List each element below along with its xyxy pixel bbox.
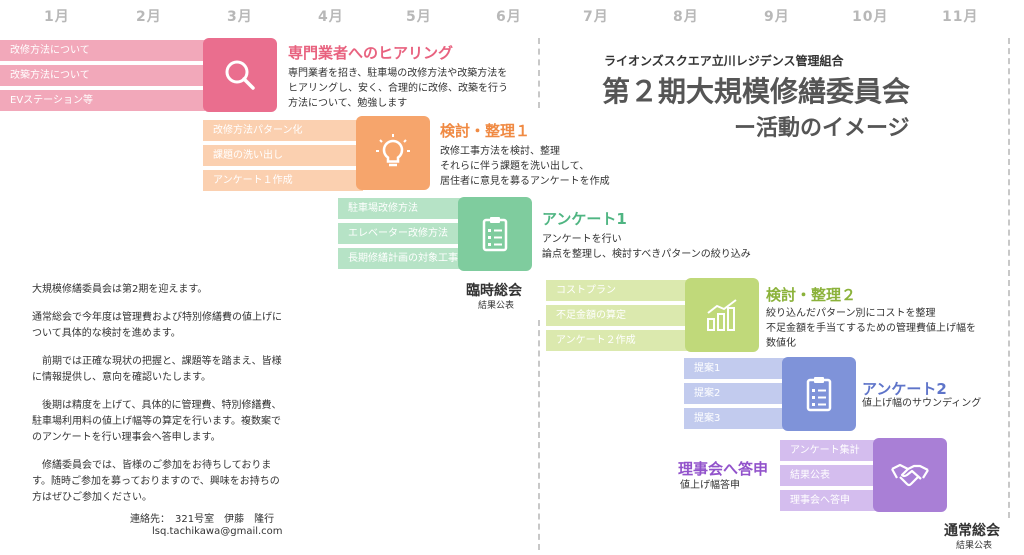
task-bar: 課題の洗い出し: [203, 145, 363, 166]
clipboard-icon: [482, 217, 508, 252]
task-bar: コストプラン: [546, 280, 691, 301]
note-paragraph: 大規模修繕委員会は第2期を迎えます。: [32, 284, 208, 295]
notes-block: 大規模修繕委員会は第2期を迎えます。 通常総会で今年度は管理費および特別修繕費の…: [32, 282, 286, 518]
clipboard-icon: [806, 377, 832, 412]
extra-meeting-sub: 結果公表: [478, 301, 515, 311]
phase-icon-box: [873, 438, 947, 512]
task-bar: アンケート１作成: [203, 170, 363, 191]
phase-title: 理事会へ答申: [678, 460, 769, 478]
phase-title: 検討・整理１: [440, 122, 531, 140]
contact-label: 連絡先： 321号室 伊藤 隆行: [130, 514, 275, 525]
note-paragraph: 通常総会で今年度は管理費および特別修繕費の値上げについて具体的な検討を進めます。: [32, 312, 282, 339]
task-bar: 駐車場改修方法: [338, 198, 463, 219]
lightbulb-icon: [376, 134, 410, 167]
phase-description: 専門業者を招き、駐車場の改修方法や改築方法を ヒアリングし、安く、合理的に改修、…: [288, 68, 508, 109]
phase-title: アンケート1: [542, 210, 627, 228]
task-bar: 長期修繕計画の対象工事: [338, 248, 463, 269]
note-paragraph: 前期では正確な現状の把握と、課題等を踏まえ、皆様に情報提供し、意向を確認いたしま…: [32, 356, 282, 383]
task-bar: 改築方法について: [0, 65, 205, 86]
task-bar: 改修方法パターン化: [203, 120, 363, 141]
month-label: 11月: [942, 9, 979, 25]
contact-email[interactable]: lsq.tachikawa@gmail.com: [152, 526, 283, 537]
month-label: 9月: [764, 9, 790, 25]
month-label: 5月: [406, 9, 432, 25]
task-bar: エレベーター改修方法: [338, 223, 463, 244]
task-bar: 提案1: [684, 358, 789, 379]
task-bar: EVステーション等: [0, 90, 205, 111]
phase-title: 専門業者へのヒアリング: [288, 44, 454, 62]
task-bar: アンケート集計: [780, 440, 880, 461]
month-label: 8月: [673, 9, 699, 25]
magnifier-icon: [225, 60, 255, 90]
month-label: 2月: [136, 9, 162, 25]
regular-meeting-title: 通常総会: [944, 523, 1000, 539]
phase-description: アンケートを行い 論点を整理し、検討すべきパターンの絞り込み: [542, 234, 751, 260]
task-bar: 提案2: [684, 383, 789, 404]
month-label: 3月: [227, 9, 253, 25]
phase-description: 値上げ幅答申: [680, 480, 740, 491]
bar-chart-icon: [707, 299, 737, 331]
phase-icon-box: [203, 38, 277, 112]
month-label: 10月: [852, 9, 889, 25]
page-title: 第２期大規模修繕委員会: [602, 75, 911, 108]
org-name: ライオンズスクエア立川レジデンス管理組合: [604, 54, 844, 68]
note-paragraph: 修繕委員会では、皆様のご参加をお待ちしております。随時ご参加を募っておりますので…: [32, 460, 280, 503]
month-label: 1月: [44, 9, 70, 25]
phase-icon-box: [356, 116, 430, 190]
phase-description: 絞り込んだパターン別にコストを整理 不足金額を手当てするための管理費値上げ幅を …: [766, 308, 976, 349]
task-bar: アンケート２作成: [546, 330, 691, 351]
extra-meeting-title: 臨時総会: [466, 283, 522, 299]
phase-description: 改修工事方法を検討、整理 それらに伴う課題を洗い出して、 居住者に意見を募るアン…: [440, 146, 610, 187]
task-bar: 結果公表: [780, 465, 880, 486]
note-paragraph: 後期は精度を上げて、具体的に管理費、特別修繕費、駐車場利用料の値上げ幅等の算定を…: [32, 400, 282, 443]
phase-description: 値上げ幅のサウンディング: [862, 398, 982, 409]
regular-meeting-sub: 結果公表: [956, 541, 993, 551]
phase-title: 検討・整理２: [766, 286, 857, 304]
handshake-icon: [891, 463, 929, 487]
phase-icon-box: [782, 357, 856, 431]
task-bar: 理事会へ答申: [780, 490, 880, 511]
task-bar: 改修方法について: [0, 40, 205, 61]
month-label: 6月: [496, 9, 522, 25]
task-bar: 不足金額の算定: [546, 305, 691, 326]
month-label: 4月: [318, 9, 344, 25]
divider-line: [538, 320, 540, 550]
divider-line: [1008, 38, 1010, 518]
divider-line: [538, 38, 540, 108]
page-subtitle: ー活動のイメージ: [734, 116, 910, 141]
month-label: 7月: [583, 9, 609, 25]
phase-icon-box: [458, 197, 532, 271]
task-bar: 提案3: [684, 408, 789, 429]
phase-icon-box: [685, 278, 759, 352]
phase-title: アンケート2: [862, 380, 947, 398]
